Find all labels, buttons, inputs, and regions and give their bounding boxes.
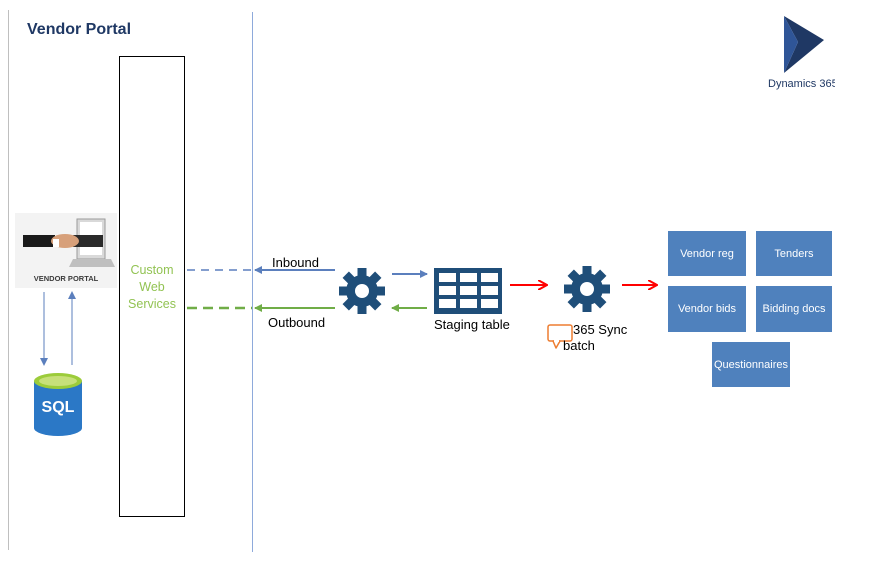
integration-gear-icon <box>339 268 385 314</box>
staging-table-icon <box>434 268 502 314</box>
portal-divider-line <box>252 12 253 552</box>
left-border-line <box>8 10 9 550</box>
web-services-line-3: Services <box>128 297 176 311</box>
staging-table-label: Staging table <box>434 317 510 332</box>
web-services-line-1: Custom <box>130 263 174 277</box>
sync-batch-gear-icon <box>564 266 610 312</box>
entity-questionnaires: Questionnaires <box>712 342 790 387</box>
sql-label: SQL <box>41 399 75 416</box>
page-title: Vendor Portal <box>27 21 132 38</box>
sql-database-icon <box>34 373 82 436</box>
sync-batch-label-line-1: 365 Sync <box>573 322 628 337</box>
vendor-portal-label: VENDOR PORTAL <box>33 274 99 283</box>
outbound-label: Outbound <box>268 315 326 330</box>
inbound-label: Inbound <box>272 255 319 270</box>
dynamics-365-logo-icon <box>784 16 824 73</box>
dynamics-365-label: Dynamics 365 <box>768 78 835 90</box>
web-services-line-2: Web <box>139 280 165 294</box>
comment-bubble-icon <box>547 324 573 349</box>
web-services-box <box>119 56 185 517</box>
sync-batch-label-line-2: batch <box>563 338 595 353</box>
web-services-label: Custom Web Services <box>119 262 185 313</box>
entity-tenders: Tenders <box>756 231 832 276</box>
entity-vendor-bids: Vendor bids <box>668 286 746 332</box>
entity-vendor-reg: Vendor reg <box>668 231 746 276</box>
entity-bidding-docs: Bidding docs <box>756 286 832 332</box>
handshake-laptop-icon <box>23 218 115 267</box>
vendor-portal-image <box>15 213 117 288</box>
